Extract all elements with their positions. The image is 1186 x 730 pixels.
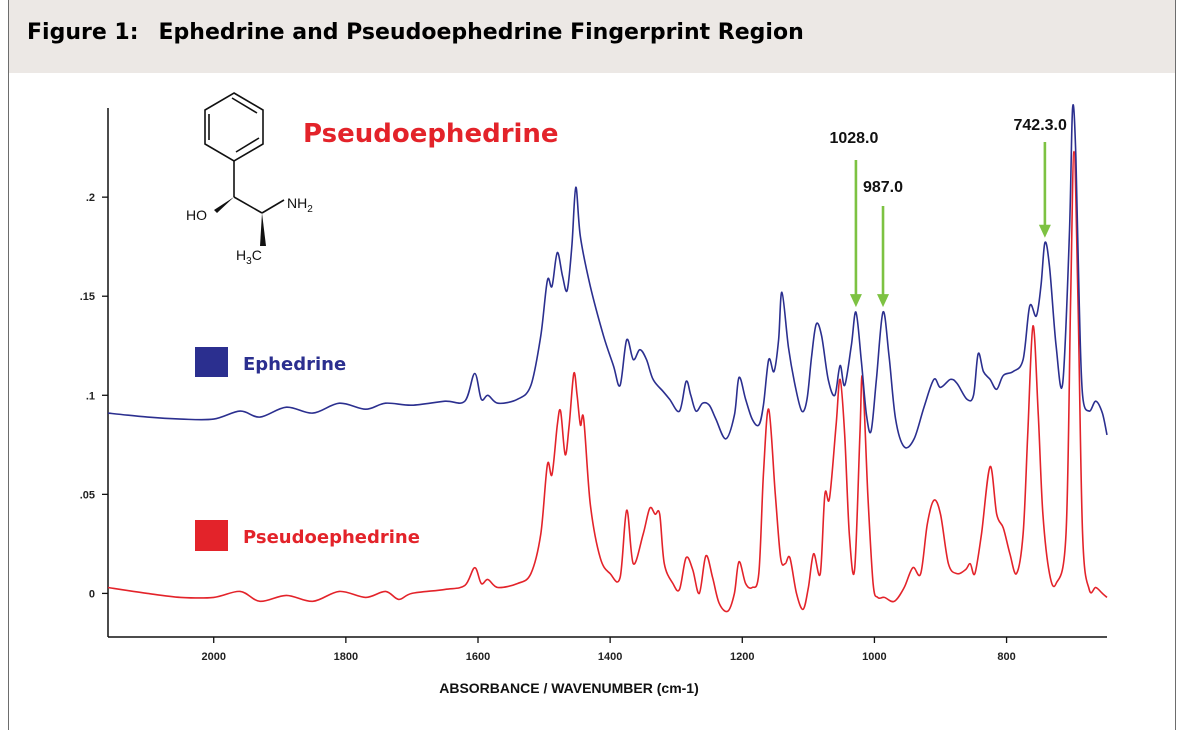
legend-label-pseudoephedrine: Pseudoephedrine (243, 527, 420, 548)
h3c-label: H3C (236, 247, 262, 267)
x-tick-label-1400: 1400 (598, 651, 622, 663)
legend-label-ephedrine: Ephedrine (243, 354, 346, 375)
figure-title: Figure 1: Ephedrine and Pseudoephedrine F… (27, 20, 804, 45)
x-axis-label: ABSORBANCE / WAVENUMBER (cm-1) (439, 680, 699, 696)
series-ephedrine (107, 104, 1108, 449)
figure-title-text: Ephedrine and Pseudoephedrine Fingerprin… (158, 20, 804, 45)
bond-c2-n (261, 199, 285, 214)
annotation-arrow-head-2 (1038, 224, 1051, 238)
x-tick-label-1000: 1000 (862, 651, 886, 663)
legend: Ephedrine Pseudoephedrine (195, 347, 420, 551)
legend-swatch-ephedrine (195, 347, 228, 377)
annotation-arrow-head-0 (849, 294, 862, 308)
ho-label: HO (186, 207, 207, 223)
chart-axes: 2000 1800 1600 1400 1200 1000 800 .2 .15 .1 .05 0 (80, 108, 1107, 663)
y-tick-label-4: 0 (89, 588, 95, 600)
x-tick-label-1600: 1600 (466, 651, 490, 663)
legend-swatch-pseudoephedrine (195, 520, 228, 551)
annotation-label-2: 742.3.0 (1014, 117, 1067, 134)
wedge-ch3 (260, 213, 266, 246)
annotation-arrow-head-1 (877, 294, 890, 308)
x-tick-label-1200: 1200 (730, 651, 754, 663)
molecule-structure (204, 92, 285, 246)
x-tick-label-1800: 1800 (334, 651, 358, 663)
bond-c1-c2 (233, 196, 263, 214)
annotation-layer: 1028.0 987.0 742.3.0 (829, 117, 1067, 308)
nh2-label: NH2 (287, 195, 313, 215)
figure-header: Figure 1: Ephedrine and Pseudoephedrine F… (8, 0, 1176, 73)
figure-number: Figure 1: (27, 20, 139, 45)
y-tick-label-1: .15 (80, 291, 95, 303)
structure-title: Pseudoephedrine (303, 119, 559, 149)
series-pseudoephedrine (107, 150, 1108, 613)
y-tick-label-3: .05 (80, 489, 95, 501)
annotation-label-0: 1028.0 (829, 130, 878, 147)
y-tick-label-0: .2 (86, 192, 95, 204)
figure-frame (8, 0, 1176, 730)
x-tick-label-800: 800 (997, 651, 1015, 663)
benzene-ring (204, 92, 264, 162)
wedge-oh (214, 197, 234, 213)
y-tick-label-2: .1 (86, 390, 95, 402)
x-tick-label-2000: 2000 (201, 651, 225, 663)
annotation-label-1: 987.0 (863, 179, 903, 196)
series-layer (107, 104, 1108, 613)
